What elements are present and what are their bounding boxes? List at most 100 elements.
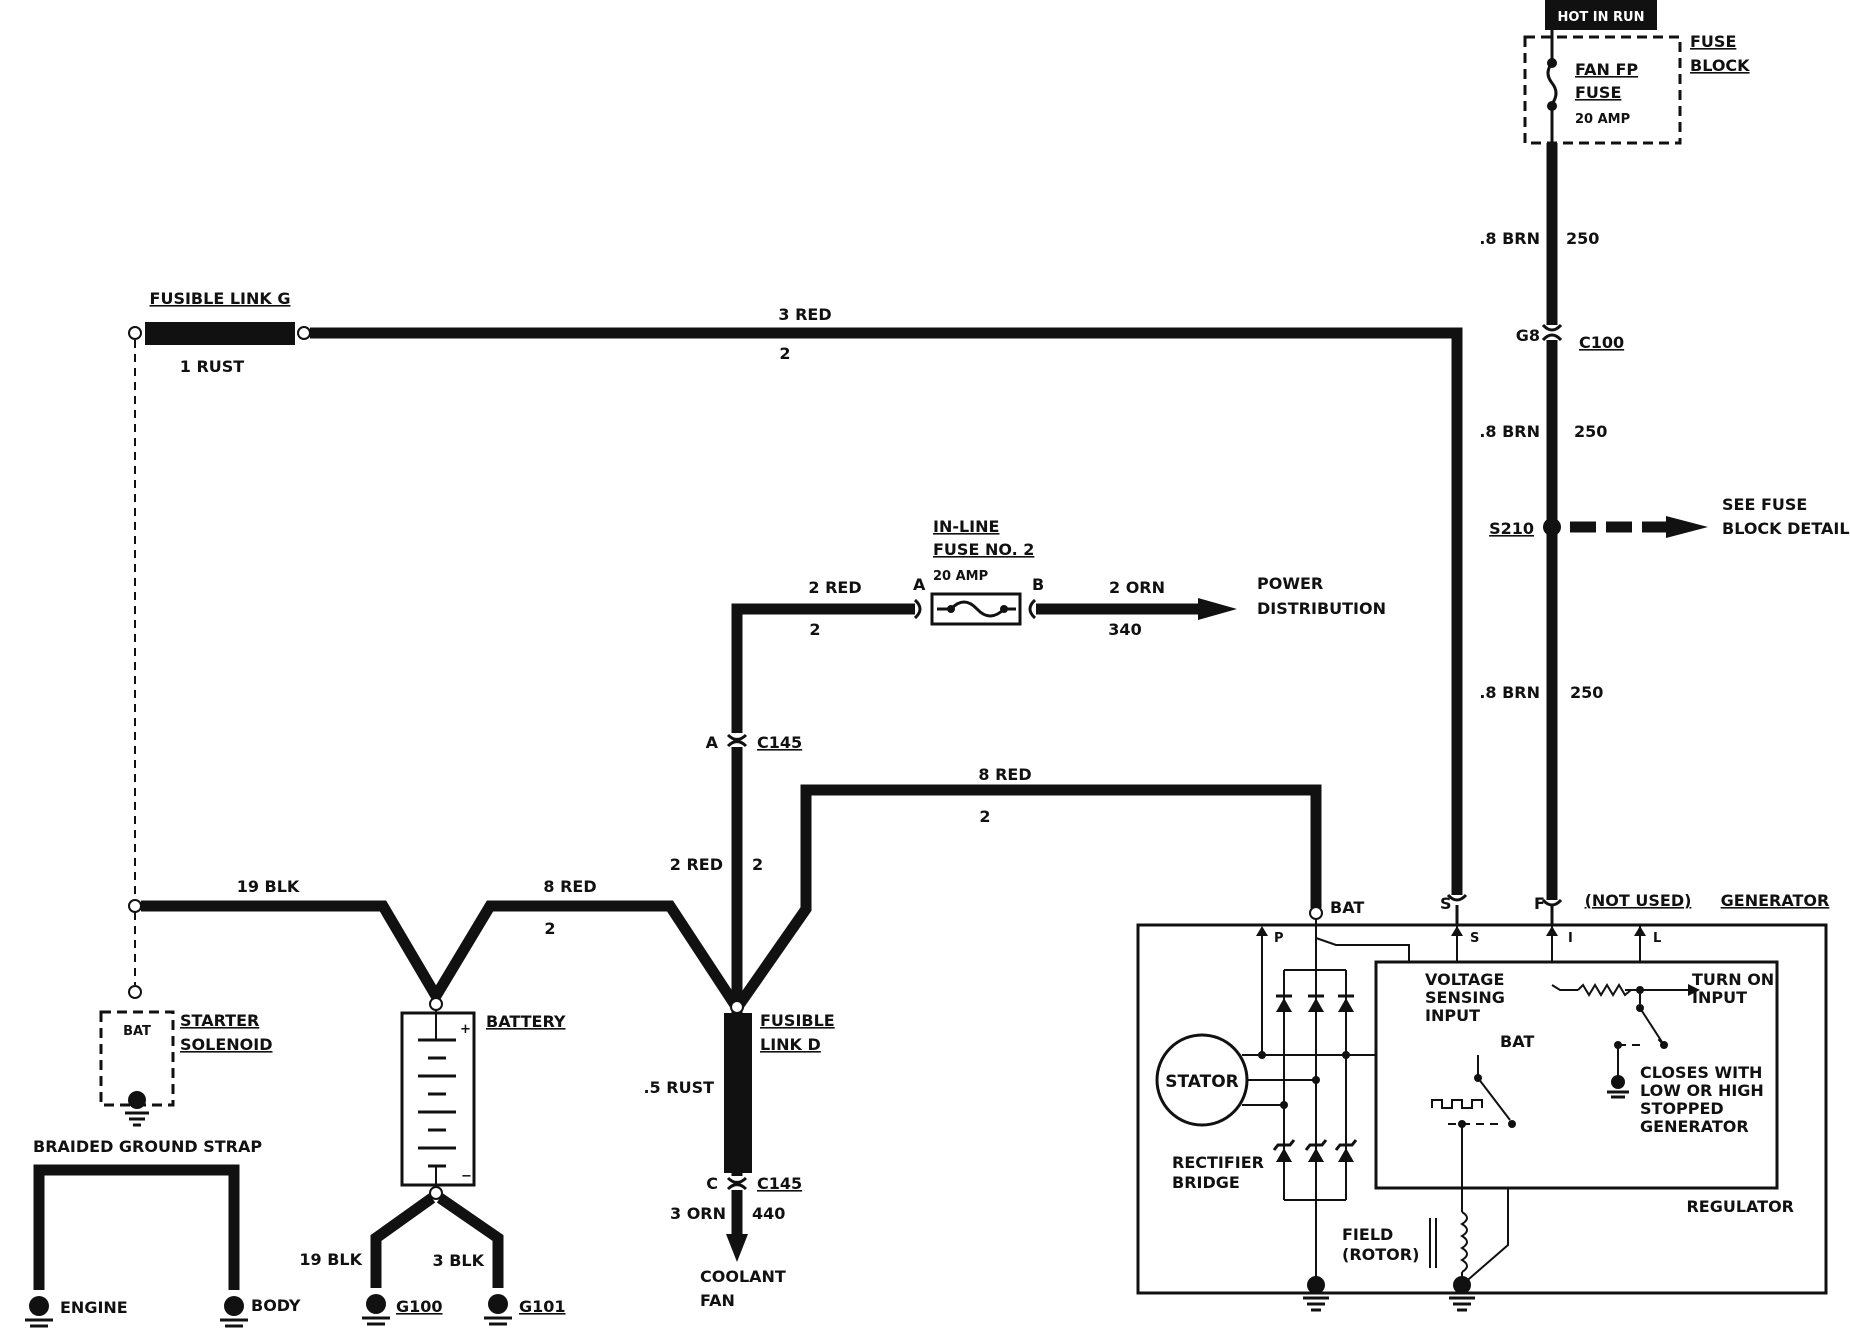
wire-2-orn-color: 2 ORN — [1109, 578, 1165, 597]
regulator-outer-label: REGULATOR — [1686, 1197, 1794, 1216]
rectifier-label-2: BRIDGE — [1172, 1173, 1240, 1192]
wire-8-red-bat: 8 RED 2 — [732, 765, 1323, 1012]
starter-label-1: STARTER — [180, 1011, 259, 1030]
c145-top-pin: A — [706, 733, 719, 752]
wire-8-red-left-color: 8 RED — [543, 877, 596, 896]
wire-3-red-circuit: 2 — [779, 344, 790, 363]
closes-label-4: GENERATOR — [1640, 1117, 1749, 1136]
inline-fuse-pin-a: A — [913, 575, 926, 594]
fuse-block-label-1: FUSE — [1690, 32, 1736, 51]
hot-in-run-text: HOT IN RUN — [1557, 10, 1644, 25]
fusible-link-g-label: FUSIBLE LINK G — [150, 289, 291, 308]
wire-2-red-top-circuit: 2 — [809, 620, 820, 639]
wire-8-red-left-circuit: 2 — [544, 919, 555, 938]
s210-label: S210 — [1489, 519, 1534, 538]
wire-3-orn-color: 3 ORN — [670, 1204, 726, 1223]
fuse-block: FAN FP FUSE 20 AMP FUSE BLOCK — [1523, 30, 1750, 145]
generator-label: GENERATOR — [1721, 891, 1830, 910]
inline-fuse-2: IN-LINE FUSE NO. 2 20 AMP A B 2 RED 2 2 … — [731, 517, 1386, 1237]
brn-seg3-circuit: 250 — [1570, 683, 1603, 702]
dashed-link-starter — [128, 340, 142, 999]
c100-label: C100 — [1579, 333, 1624, 352]
closes-label-3: STOPPED — [1640, 1099, 1724, 1118]
battery: + − BATTERY — [400, 1010, 566, 1200]
power-distribution-2: DISTRIBUTION — [1257, 599, 1386, 618]
fan-fp-fuse-label-1: FAN FP — [1575, 60, 1638, 79]
fusible-link-d-label-2: LINK D — [760, 1035, 821, 1054]
brn-wire-250: .8 BRN 250 G8 C100 .8 BRN 250 .8 BRN 250 — [1479, 143, 1624, 925]
gen-bat-terminal: BAT — [1330, 898, 1364, 917]
battery-minus: − — [461, 1169, 472, 1184]
not-used-label: (NOT USED) — [1585, 891, 1692, 910]
wire-2-red-top-color: 2 RED — [808, 578, 861, 597]
wire-2-red-vert-circuit: 2 — [752, 855, 763, 874]
inline-fuse-rating: 20 AMP — [933, 569, 988, 584]
starter-bat-pin: BAT — [123, 1024, 151, 1039]
c100-pin: G8 — [1516, 326, 1540, 345]
coolant-fan-1: COOLANT — [700, 1267, 786, 1286]
pin-p: P — [1274, 931, 1284, 946]
gen-s-terminal: S — [1440, 894, 1452, 913]
field-label-2: (ROTOR) — [1342, 1245, 1419, 1264]
fuse-block-label-2: BLOCK — [1690, 56, 1750, 75]
pin-i: I — [1568, 931, 1573, 946]
coolant-fan-2: FAN — [700, 1291, 735, 1310]
brn-seg2-circuit: 250 — [1574, 422, 1607, 441]
hot-in-run-badge: HOT IN RUN — [1545, 0, 1657, 30]
fan-fp-fuse-label-2: FUSE — [1575, 83, 1621, 102]
wire-2-orn-circuit: 340 — [1108, 620, 1141, 639]
reg-bat-label: BAT — [1500, 1032, 1534, 1051]
see-fuse-text-2: BLOCK DETAILS — [1722, 519, 1850, 538]
brn-seg1-color: .8 BRN — [1479, 229, 1540, 248]
vsi-label-1: VOLTAGE — [1425, 970, 1504, 989]
inline-fuse-pin-b: B — [1032, 575, 1044, 594]
brn-seg2-color: .8 BRN — [1479, 422, 1540, 441]
braided-label: BRAIDED GROUND STRAP — [33, 1137, 262, 1156]
wire-19-blk-top-color: 19 BLK — [237, 877, 300, 896]
fusible-link-d: FUSIBLE LINK D .5 RUST C C145 3 ORN 440 … — [643, 1011, 834, 1310]
wire-3-red-color: 3 RED — [778, 305, 831, 324]
starter-solenoid: BAT STARTER SOLENOID — [99, 1010, 272, 1127]
braided-engine: ENGINE — [60, 1298, 128, 1317]
fusible-link-g: FUSIBLE LINK G 1 RUST — [128, 289, 311, 376]
wire-3-orn-circuit: 440 — [752, 1204, 785, 1223]
starter-label-2: SOLENOID — [180, 1035, 272, 1054]
pulse-symbol — [1431, 1099, 1483, 1109]
ground-19-blk: 19 BLK — [299, 1250, 362, 1269]
fusible-link-d-size: .5 RUST — [643, 1078, 714, 1097]
inline-fuse-label-2: FUSE NO. 2 — [933, 540, 1034, 559]
rectifier-label-1: RECTIFIER — [1172, 1153, 1264, 1172]
brn-seg3-color: .8 BRN — [1479, 683, 1540, 702]
wire-8-red-right-circuit: 2 — [979, 807, 990, 826]
c145-top-label: C145 — [757, 733, 802, 752]
pin-s: S — [1470, 931, 1479, 946]
braided-body: BODY — [251, 1296, 301, 1315]
battery-plus: + — [460, 1022, 471, 1037]
stator-label: STATOR — [1165, 1072, 1239, 1092]
wire-3-red: 3 RED 2 — [310, 305, 1468, 925]
ground-g100: G100 — [396, 1297, 443, 1316]
wire-19-blk-and-8-red: 19 BLK 8 RED 2 — [141, 877, 744, 1014]
fuse-symbol — [1546, 62, 1558, 105]
pin-l: L — [1653, 931, 1661, 946]
see-fuse-text-1: SEE FUSE — [1722, 495, 1807, 514]
turn-on-label-1: TURN ON — [1692, 970, 1774, 989]
fusible-link-d-label-1: FUSIBLE — [760, 1011, 835, 1030]
field-label-1: FIELD — [1342, 1225, 1393, 1244]
fusible-link-g-size: 1 RUST — [180, 357, 245, 376]
braided-ground-strap: BRAIDED GROUND STRAP ENGINE BODY — [25, 1137, 301, 1328]
inline-fuse-label-1: IN-LINE — [933, 517, 999, 536]
c145-bottom-pin: C — [706, 1174, 718, 1193]
c145-top: A C145 — [706, 733, 802, 752]
s210-splice: S210 SEE FUSE BLOCK DETAILS — [1489, 495, 1850, 538]
ground-g101: G101 — [519, 1297, 566, 1316]
closes-label-1: CLOSES WITH — [1640, 1063, 1762, 1082]
turn-on-label-2: INPUT — [1692, 988, 1747, 1007]
vsi-label-2: SENSING — [1425, 988, 1505, 1007]
brn-seg1-circuit: 250 — [1566, 229, 1599, 248]
battery-grounds: 19 BLK 3 BLK G100 G101 — [299, 1193, 566, 1326]
gen-f-terminal: F — [1534, 894, 1545, 913]
ground-3-blk: 3 BLK — [433, 1251, 485, 1270]
fan-fp-fuse-rating: 20 AMP — [1575, 112, 1630, 127]
